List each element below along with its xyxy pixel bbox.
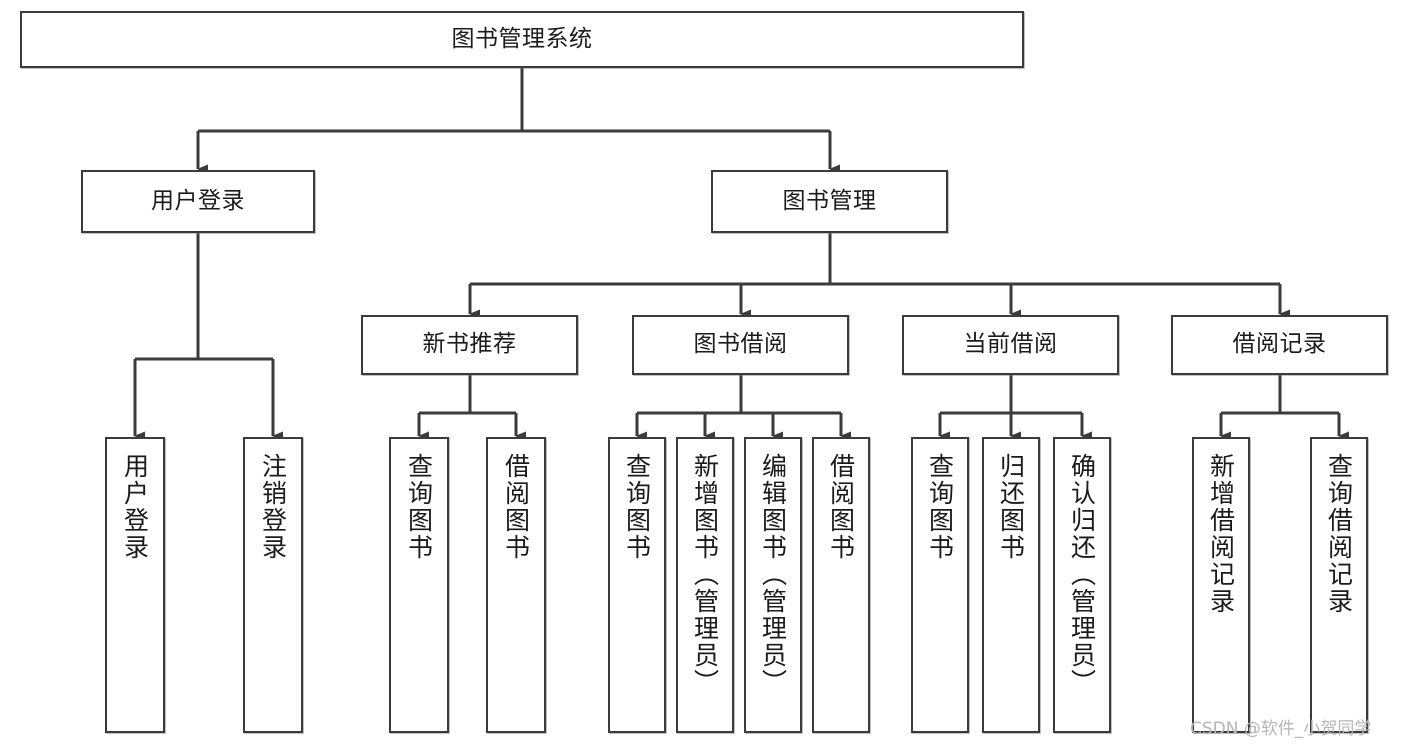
node-l4-6[interactable]: 新增图书（管理员） bbox=[676, 437, 734, 733]
node-label: 图书借阅 bbox=[693, 331, 788, 358]
node-label: 新增借阅记录 bbox=[1206, 453, 1236, 615]
node-label: 图书管理系统 bbox=[451, 25, 593, 52]
node-l4-9[interactable]: 查询图书 bbox=[911, 437, 969, 733]
node-label: 查询图书 bbox=[925, 453, 955, 561]
node-l4-5[interactable]: 查询图书 bbox=[608, 437, 666, 733]
node-l2-book-mgmt[interactable]: 图书管理 bbox=[711, 170, 948, 233]
node-l4-11[interactable]: 确认归还（管理员） bbox=[1053, 437, 1111, 733]
node-l3-current[interactable]: 当前借阅 bbox=[902, 315, 1119, 375]
node-l2-user-login[interactable]: 用户登录 bbox=[81, 170, 315, 233]
node-label: 确认归还（管理员） bbox=[1067, 453, 1097, 696]
node-l3-records[interactable]: 借阅记录 bbox=[1171, 315, 1388, 375]
node-l4-1[interactable]: 用户登录 bbox=[105, 437, 165, 733]
node-l4-2[interactable]: 注销登录 bbox=[243, 437, 303, 733]
node-label: 查询借阅记录 bbox=[1324, 453, 1354, 615]
node-l4-8[interactable]: 借阅图书 bbox=[812, 437, 870, 733]
node-l4-12[interactable]: 新增借阅记录 bbox=[1192, 437, 1250, 733]
node-l3-borrow[interactable]: 图书借阅 bbox=[632, 315, 849, 375]
node-l3-new-book[interactable]: 新书推荐 bbox=[361, 315, 578, 375]
node-l4-7[interactable]: 编辑图书（管理员） bbox=[744, 437, 802, 733]
node-label: 当前借阅 bbox=[963, 331, 1058, 358]
node-label: 注销登录 bbox=[258, 453, 288, 561]
node-label: 归还图书 bbox=[996, 453, 1026, 561]
node-l4-10[interactable]: 归还图书 bbox=[982, 437, 1040, 733]
node-l4-3[interactable]: 查询图书 bbox=[389, 437, 449, 733]
node-label: 新书推荐 bbox=[422, 331, 517, 358]
node-label: 新增图书（管理员） bbox=[690, 453, 720, 696]
node-label: 编辑图书（管理员） bbox=[758, 453, 788, 696]
node-label: 图书管理 bbox=[782, 187, 877, 214]
node-l4-13[interactable]: 查询借阅记录 bbox=[1310, 437, 1368, 733]
watermark: CSDN @软件_小贺同学 bbox=[1190, 719, 1372, 739]
node-label: 借阅图书 bbox=[826, 453, 856, 561]
node-label: 查询图书 bbox=[404, 453, 434, 561]
node-label: 用户登录 bbox=[151, 187, 245, 214]
node-l4-4[interactable]: 借阅图书 bbox=[486, 437, 546, 733]
node-label: 查询图书 bbox=[622, 453, 652, 561]
node-label: 用户登录 bbox=[120, 453, 150, 561]
node-root[interactable]: 图书管理系统 bbox=[20, 11, 1024, 68]
node-label: 借阅图书 bbox=[501, 453, 531, 561]
node-label: 借阅记录 bbox=[1232, 331, 1327, 358]
